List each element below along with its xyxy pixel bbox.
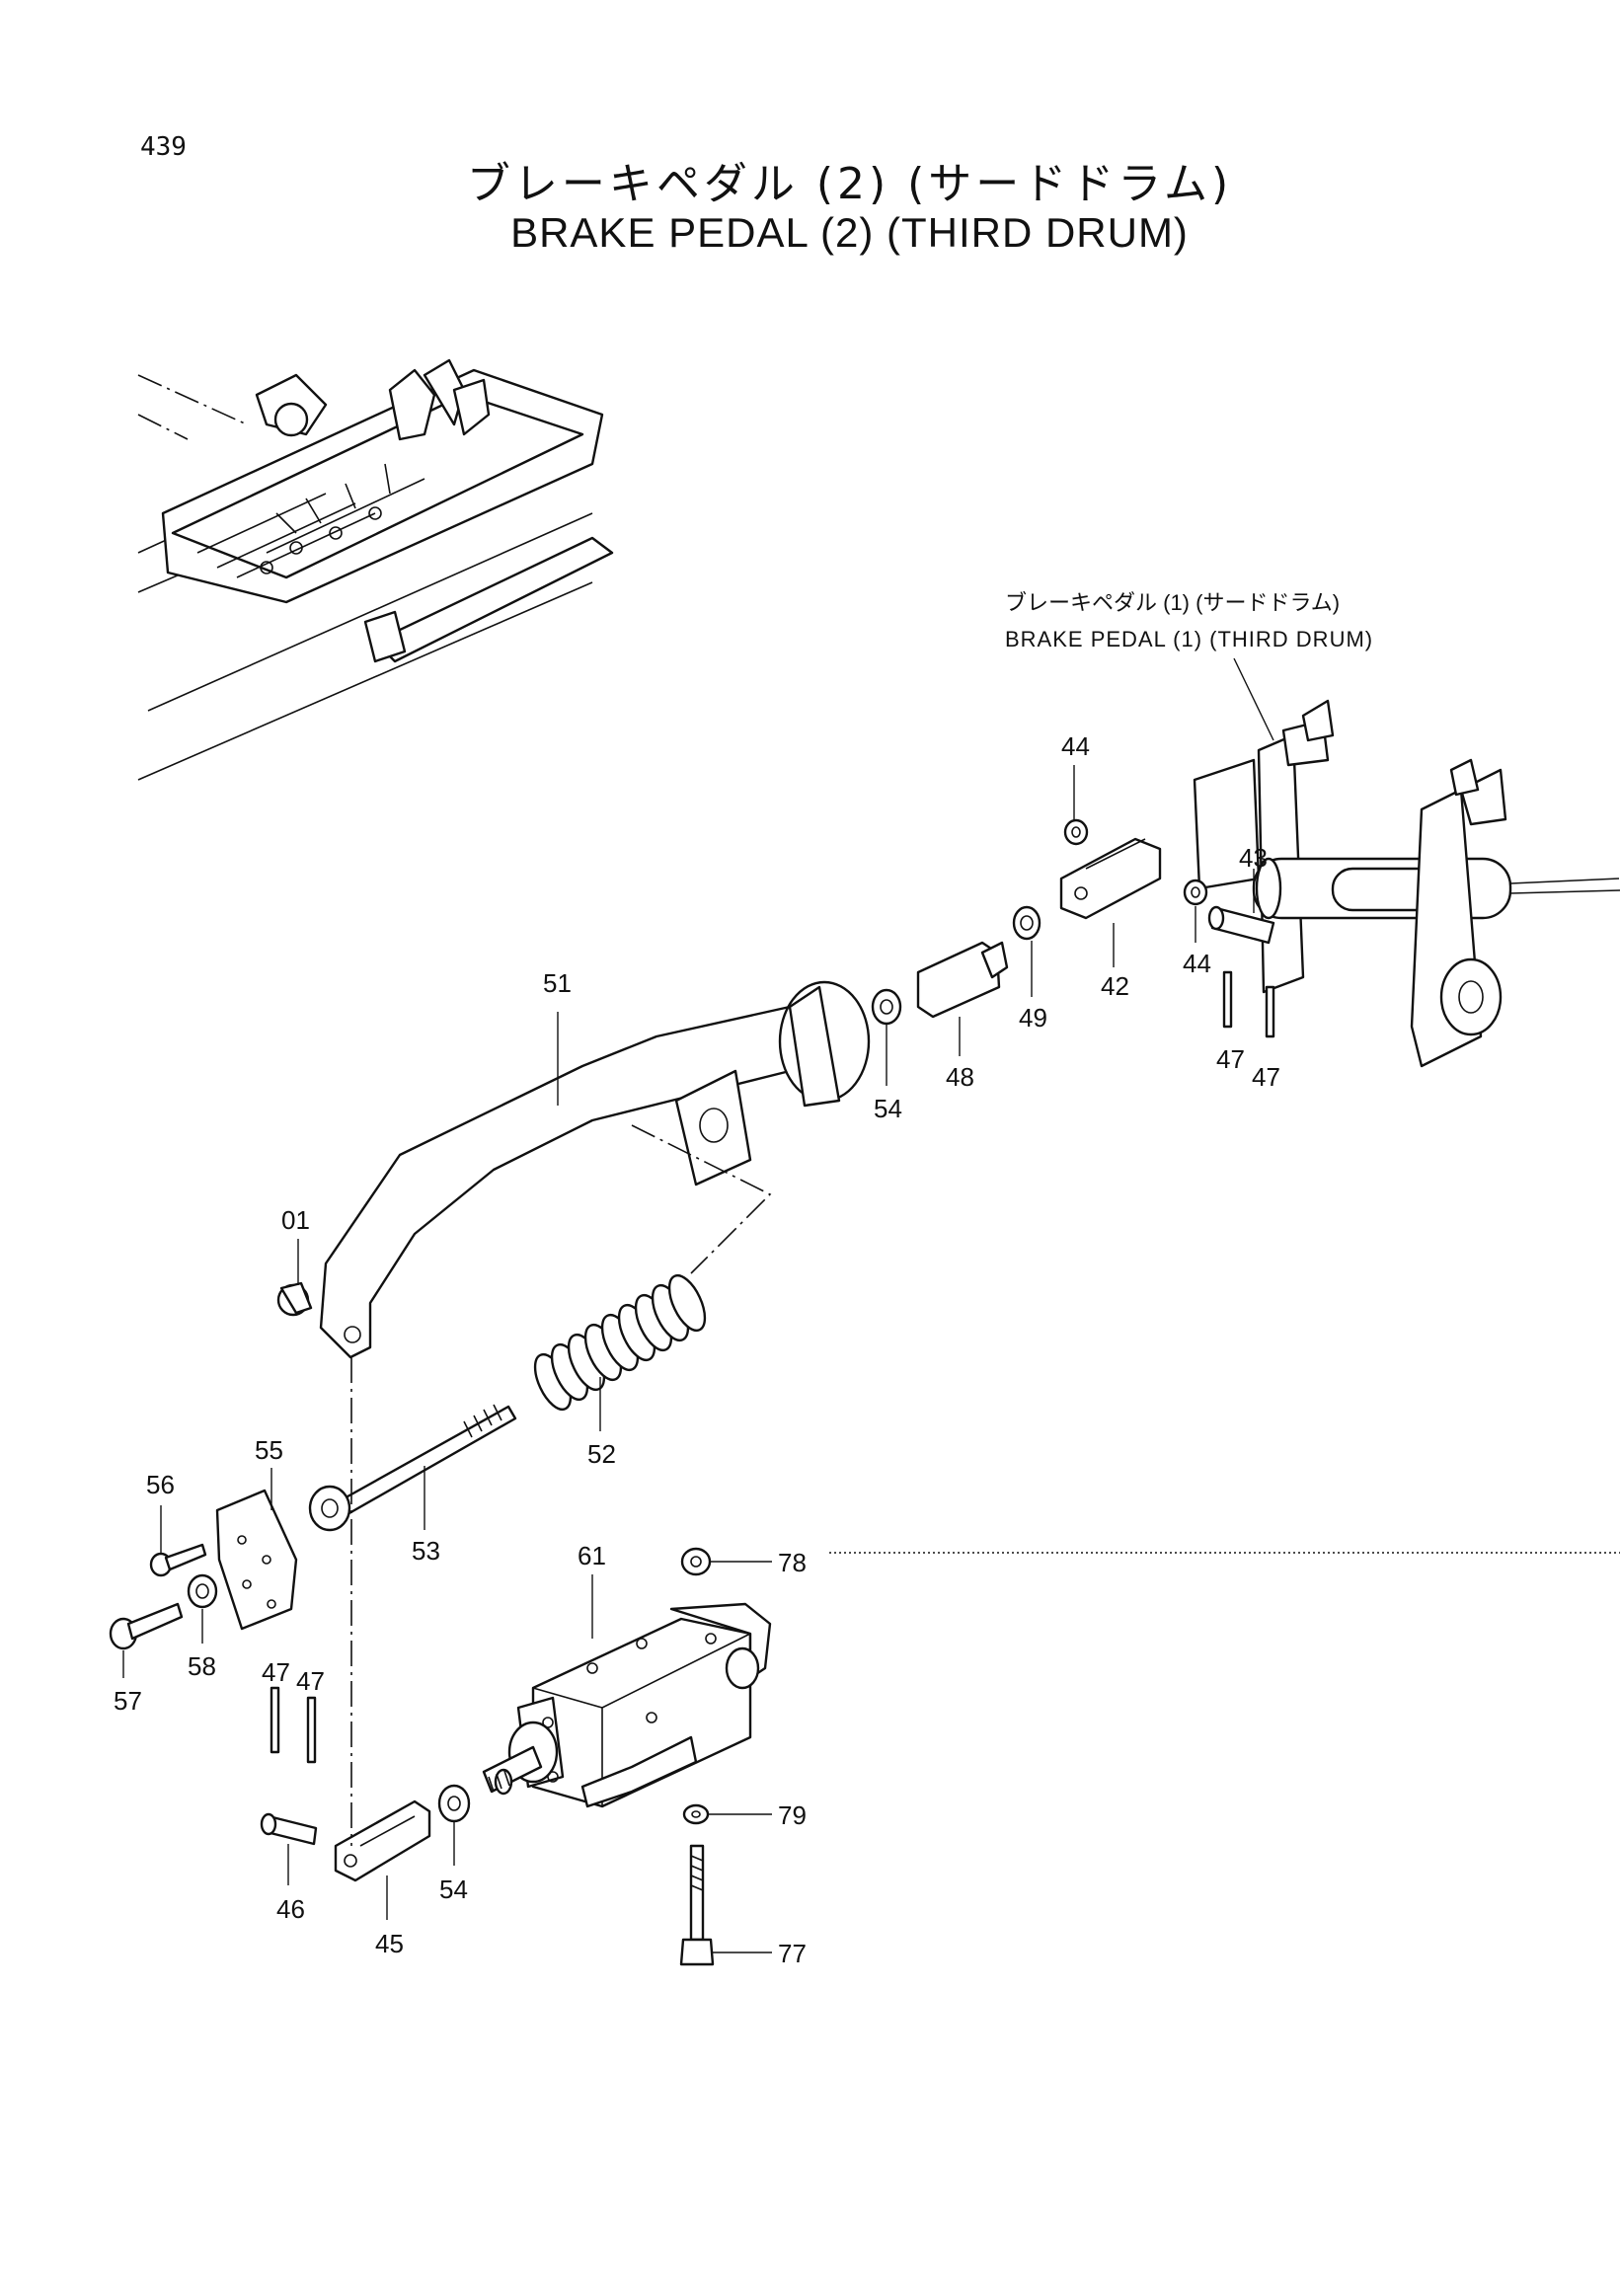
part-44-washer-lower	[1183, 879, 1208, 906]
part-45-clevis	[334, 1799, 431, 1882]
callout-54-lower: 54	[439, 1875, 468, 1904]
part-49-nut	[1012, 905, 1041, 941]
callout-77: 77	[778, 1939, 807, 1968]
part-46-pin	[260, 1812, 318, 1846]
callout-47-right-a: 47	[1216, 1044, 1245, 1074]
callout-79: 79	[778, 1800, 807, 1830]
callout-47-left-b: 47	[296, 1666, 325, 1696]
part-55-plate	[215, 1489, 298, 1631]
part-44-washer-upper	[1063, 818, 1089, 846]
page-title-japanese: ブレーキペダル (2) (サードドラム)	[466, 159, 1233, 209]
part-53-rod	[308, 1404, 517, 1532]
alignment-lines	[350, 1124, 1620, 1846]
part-61-valve-block	[482, 1602, 772, 1808]
callout-42: 42	[1101, 971, 1129, 1001]
part-54-nut-upper	[871, 988, 902, 1026]
callout-58: 58	[188, 1651, 216, 1681]
reference-label-japanese: ブレーキペダル (1) (サードドラム)	[1005, 590, 1340, 615]
callout-52: 52	[587, 1439, 616, 1469]
callout-45: 45	[375, 1929, 404, 1958]
callout-54-upper: 54	[874, 1094, 902, 1123]
part-48-adjuster	[916, 941, 1009, 1019]
part-78-nut	[680, 1547, 712, 1576]
callout-47-right-b: 47	[1252, 1062, 1280, 1092]
page-number: 439	[140, 132, 187, 162]
part-51-pedal-lever	[319, 980, 871, 1359]
callout-78: 78	[778, 1548, 807, 1577]
part-77-bolt	[679, 1844, 715, 1966]
callout-56: 56	[146, 1470, 175, 1499]
callout-44-lower: 44	[1183, 949, 1211, 978]
part-52-spring	[533, 1273, 707, 1412]
callout-numbers: 44 43 42 44 47 47 51 54 48 49 01 52 55 5…	[114, 731, 1280, 1968]
callout-49: 49	[1019, 1003, 1047, 1033]
machine-overview-inset	[137, 358, 614, 781]
part-79-washer	[682, 1803, 710, 1825]
spring-coil	[667, 1273, 707, 1333]
part-57-bolt	[109, 1602, 184, 1650]
callout-53: 53	[412, 1536, 440, 1566]
callout-48: 48	[946, 1062, 974, 1092]
callout-46: 46	[276, 1894, 305, 1924]
callout-51: 51	[543, 968, 572, 998]
part-47-cotter-pins-upper	[1222, 970, 1275, 1038]
callout-44-upper: 44	[1061, 731, 1090, 761]
callout-01: 01	[281, 1205, 310, 1235]
part-47-cotter-pins-lower	[270, 1686, 317, 1764]
part-43-pin	[1207, 905, 1275, 945]
part-42-clevis	[1059, 837, 1162, 920]
callout-leaders	[122, 765, 1255, 1953]
callout-43: 43	[1239, 843, 1268, 873]
callout-57: 57	[114, 1686, 142, 1716]
part-56-bolt	[149, 1543, 207, 1577]
part-01-bushing	[276, 1281, 313, 1317]
part-58-nut	[187, 1573, 218, 1609]
part-54-nut-lower	[437, 1784, 471, 1823]
callout-55: 55	[255, 1435, 283, 1465]
page-title-english: BRAKE PEDAL (2) (THIRD DRUM)	[510, 209, 1189, 256]
callout-61: 61	[578, 1541, 606, 1570]
callout-47-left-a: 47	[262, 1657, 290, 1687]
reference-label-english: BRAKE PEDAL (1) (THIRD DRUM)	[1005, 627, 1373, 651]
